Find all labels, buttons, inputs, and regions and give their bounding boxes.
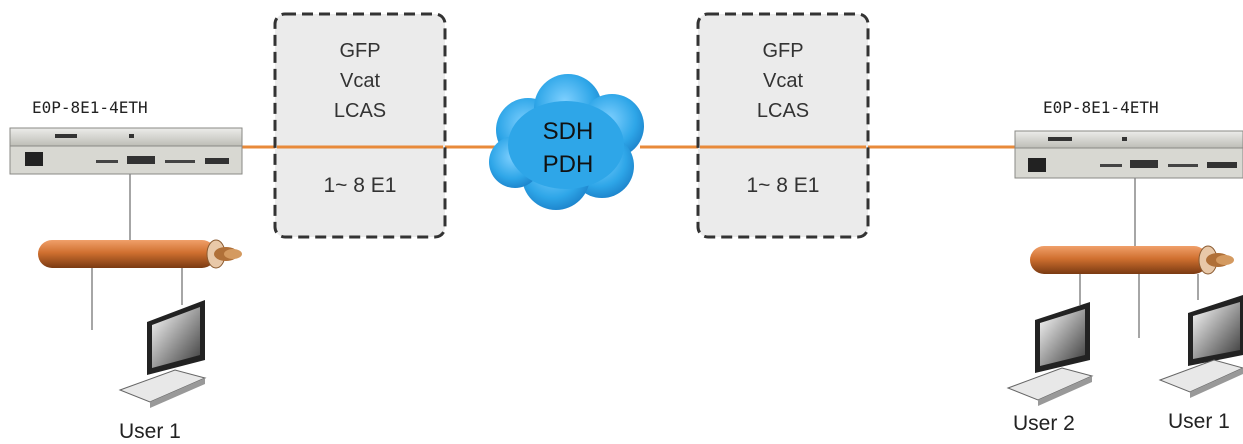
computer-icon (118, 300, 207, 408)
right-user-a-label: User 2 (1013, 412, 1075, 435)
right-device-label: E0P-8E1-4ETH (1043, 98, 1159, 117)
cloud-line1: SDH (543, 118, 594, 145)
left-device-label: E0P-8E1-4ETH (32, 98, 148, 117)
left-box-line1: GFP (339, 40, 380, 62)
cloud-line2: PDH (543, 151, 594, 178)
right-box-channels: 1~ 8 E1 (747, 174, 820, 197)
right-user-b-label: User 1 (1168, 410, 1230, 433)
network-device-icon (1014, 130, 1243, 179)
cloud-icon (489, 74, 644, 210)
right-box-line3: LCAS (757, 100, 809, 122)
left-box-channels: 1~ 8 E1 (324, 174, 397, 197)
right-box-line2: Vcat (763, 70, 803, 92)
cable-icon (1030, 245, 1234, 275)
right-box-line1: GFP (762, 40, 803, 62)
computer-icon (1006, 302, 1094, 406)
left-box-line2: Vcat (340, 70, 380, 92)
right-protocol-box (696, 12, 870, 239)
left-protocol-box (273, 12, 447, 239)
network-device-icon (9, 127, 243, 175)
computer-icon (1158, 295, 1243, 398)
left-box-line3: LCAS (334, 100, 386, 122)
left-user-label: User 1 (119, 420, 181, 443)
cable-icon (38, 239, 242, 269)
